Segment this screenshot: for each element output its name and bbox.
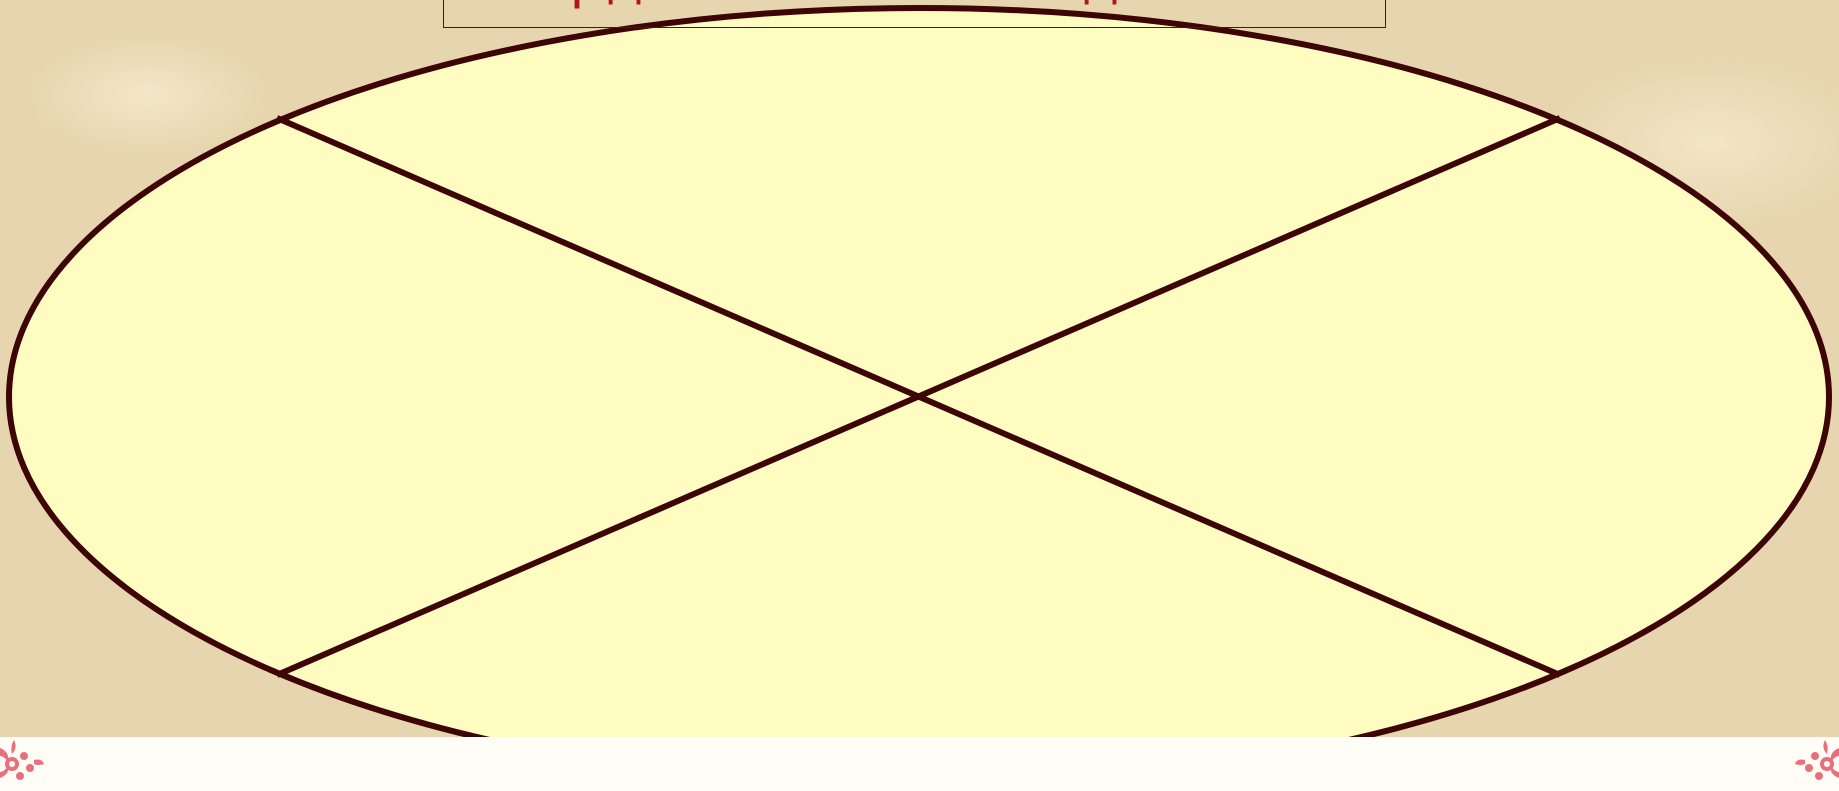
floral-ornament-icon: [1791, 738, 1839, 791]
title-box: Ӧрдӧсъяслӧн своӧдъясыс: [443, 0, 1386, 28]
floral-ornament-icon: [0, 738, 48, 791]
footer-strip: [0, 737, 1839, 791]
page-title: Ӧрдӧсъяслӧн своӧдъясыс: [444, 0, 1385, 9]
